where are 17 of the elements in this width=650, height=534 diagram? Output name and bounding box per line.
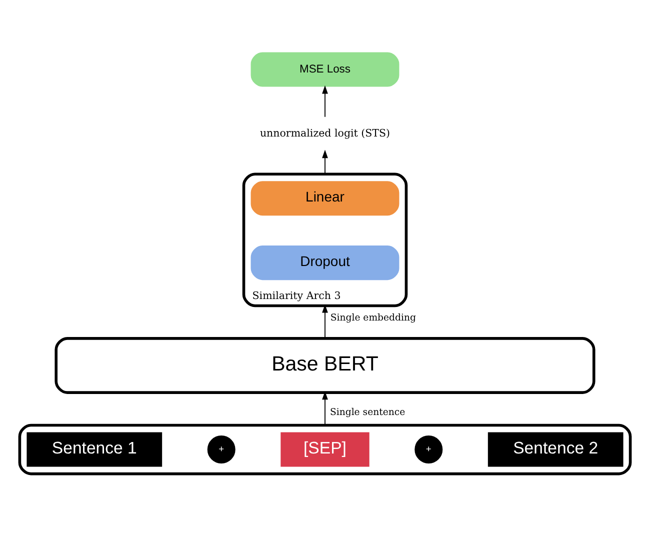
- arrow: [322, 304, 328, 339]
- arrow: [322, 150, 328, 175]
- edge-label: Single sentence: [330, 406, 406, 418]
- arrow: [322, 85, 328, 118]
- edge-label: Single embedding: [330, 312, 416, 324]
- cluster: [18, 424, 632, 476]
- node-circle: +: [207, 436, 236, 464]
- node-box: MSE Loss: [250, 52, 400, 87]
- node-box: Sentence 1: [26, 432, 162, 467]
- node-box: Dropout: [250, 246, 400, 280]
- node-box: Sentence 2: [488, 432, 624, 467]
- node-box: [SEP]: [280, 432, 370, 467]
- node-box: Base BERT: [54, 337, 596, 394]
- node-circle: +: [414, 436, 443, 464]
- node-box: Linear: [250, 181, 400, 216]
- arrow: [322, 391, 328, 426]
- node-text: unnormalized logit (STS): [260, 128, 390, 140]
